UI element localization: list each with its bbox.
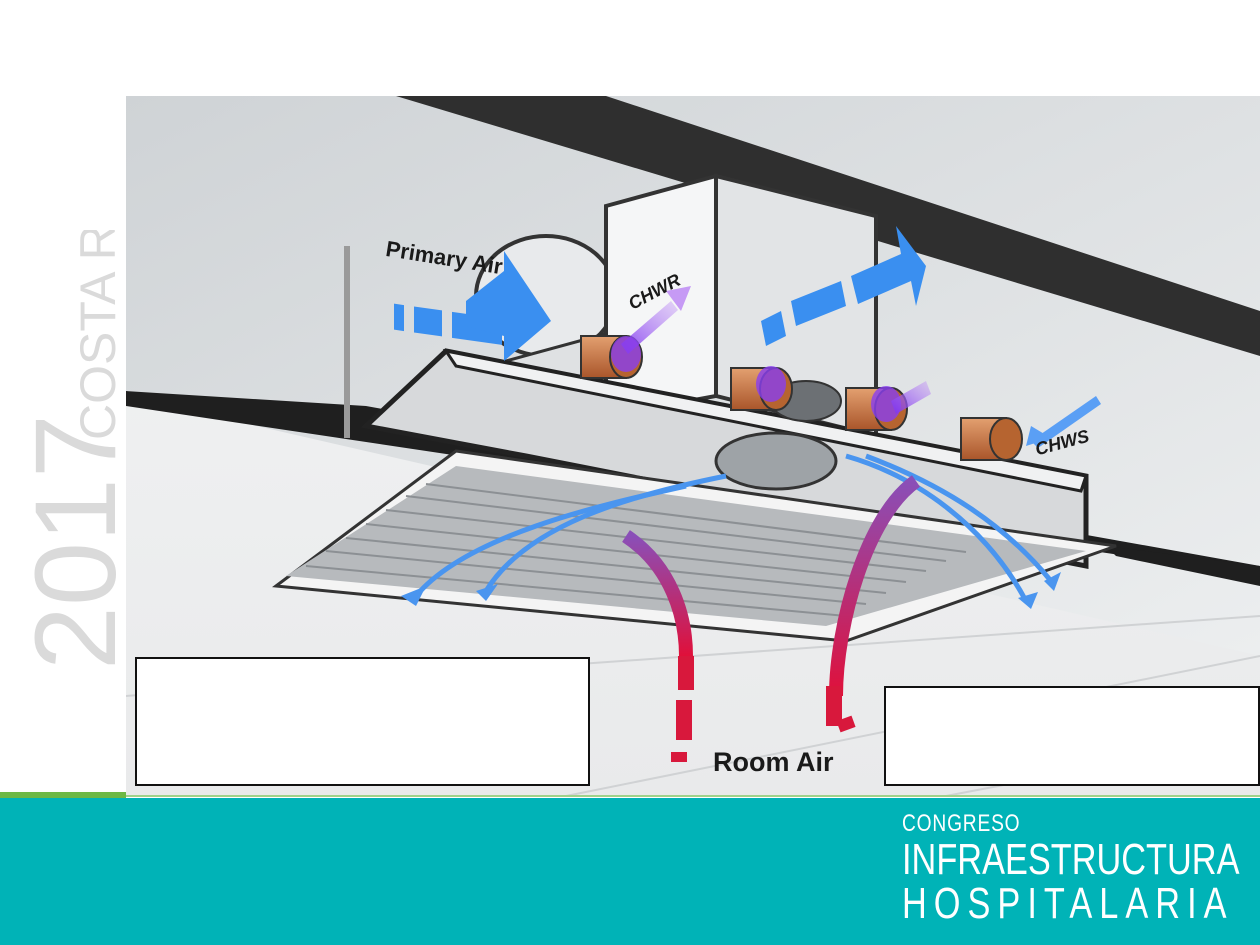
cooling-coil xyxy=(714,431,838,491)
accent-thin-line xyxy=(126,795,1260,797)
logo-line-1: CONGRESO xyxy=(902,810,1021,837)
room-air-return-arrows xyxy=(621,475,921,697)
logo-line-3: HOSPITALARIA xyxy=(902,879,1234,928)
logo-line-2: INFRAESTRUCTURA xyxy=(902,835,1240,884)
chwr-flow-arrows xyxy=(611,286,931,422)
chws-flow-arrow xyxy=(1026,396,1101,448)
year-text: 2017 xyxy=(20,414,130,670)
congress-logo: CONGRESO INFRAESTRUCTURA HOSPITALARIA xyxy=(902,812,1260,926)
supply-air-arrows xyxy=(414,453,1053,603)
threaded-rod xyxy=(344,246,350,438)
induced-air-arrow xyxy=(761,226,926,346)
country-text: COSTA RICA xyxy=(70,230,126,440)
room-air-label: Room Air xyxy=(713,747,834,777)
callout-box-left xyxy=(135,657,590,786)
footer-band xyxy=(0,798,1260,945)
accent-line xyxy=(0,792,126,798)
chilled-beam-illustration xyxy=(126,96,1260,796)
event-year-watermark: 2017 COSTA RICA xyxy=(12,140,140,680)
primary-air-arrow xyxy=(394,251,551,361)
callout-box-right xyxy=(884,686,1260,786)
